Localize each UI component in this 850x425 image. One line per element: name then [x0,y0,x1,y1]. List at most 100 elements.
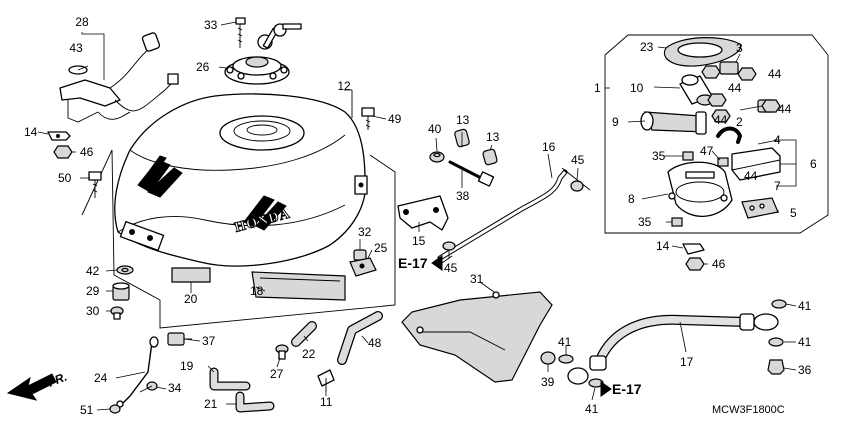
fuel-tank: HONDA [114,93,368,267]
callout-48: 48 [368,336,382,350]
washer-41-left-upper [558,354,574,364]
clip-25 [349,257,377,277]
callout-13-right: 13 [486,130,500,144]
pump-clip-35-upper [682,151,694,161]
pump-filter-10 [679,74,714,106]
callout-35-upper: 35 [652,149,666,163]
callout-5: 5 [790,206,797,220]
leader-lines [37,21,797,411]
bolt-38 [448,160,495,187]
callout-44-a: 44 [768,67,782,81]
callout-15: 15 [412,234,426,248]
callout-28: 28 [75,15,89,29]
callout-12: 12 [337,79,351,93]
tank-group-frame [81,90,396,329]
heat-shield [401,291,553,383]
callout-6: 6 [810,157,817,171]
pump-clip-14-right [682,243,705,255]
callout-50: 50 [58,171,72,185]
joint-37 [167,332,192,346]
callout-4: 4 [774,133,781,147]
callout-22: 22 [302,347,316,361]
callout-8: 8 [628,192,635,206]
callout-21: 21 [204,397,218,411]
callout-39: 39 [541,375,555,389]
callout-44-d: 44 [714,113,728,127]
pump-motor-9 [640,111,707,135]
pump-nut-44-b [707,93,727,107]
callout-14-left: 14 [24,125,38,139]
bolt-36 [767,359,785,375]
callout-20: 20 [184,292,198,306]
pump-nut-46-right [685,257,705,271]
pump-clip-47 [717,157,729,167]
bolt-49 [361,107,375,130]
hose-48 [337,311,383,365]
clamp-45-lower [442,241,456,251]
callout-3: 3 [736,41,743,55]
tank-under-cover [251,271,346,301]
section-ref-label-left: E-17 [398,255,428,271]
callout-25: 25 [374,241,388,255]
cap-bolt [235,17,246,48]
callout-41-c: 41 [798,299,812,313]
callout-44-c: 44 [778,102,792,116]
callout-32: 32 [358,225,372,239]
collar-13-right [482,148,498,166]
callout-30: 30 [86,304,100,318]
breather-tube [437,167,591,261]
callout-31: 31 [470,272,484,286]
nut-46-left [53,145,73,159]
callout-10: 10 [630,81,644,95]
nut-39 [540,351,556,365]
front-marker-label: FR. [46,370,69,390]
clamp-45-upper [570,180,584,192]
washer-41-right-upper [771,299,787,309]
bolt-50 [88,171,102,198]
tank-vent-sender-assembly [59,32,179,123]
callout-43: 43 [69,41,83,55]
callout-45-upper: 45 [571,153,585,167]
callout-51: 51 [80,403,94,417]
callout-2: 2 [736,115,743,129]
callout-41-b: 41 [585,402,599,416]
clip-27 [275,344,289,360]
nut-51 [109,404,121,414]
hose-19 [209,367,251,391]
bolt-30 [110,306,124,320]
callout-41-a: 41 [558,335,572,349]
cushion-29 [112,282,130,301]
callout-16: 16 [542,140,556,154]
callout-13-left: 13 [456,113,470,127]
callout-36: 36 [798,363,812,377]
callout-46-right: 46 [712,257,726,271]
pump-gasket-23 [663,37,742,67]
callout-46-left: 46 [80,145,94,159]
callout-35-lower: 35 [638,215,652,229]
callout-23: 23 [640,40,654,54]
fuel-hose [567,313,779,385]
callout-45-lower: 45 [444,261,458,275]
callout-19: 19 [180,359,194,373]
callout-17: 17 [680,355,694,369]
pump-base-8 [667,161,733,217]
callout-33: 33 [204,18,218,32]
callout-44-b: 44 [728,81,742,95]
clip-14-left [47,131,71,141]
pump-clip-35-lower [671,217,683,227]
fuel-filler-cap [224,23,302,85]
hose-22 [291,321,317,347]
pump-bracket-6 [731,147,781,181]
pump-nut-44-c [701,65,721,79]
fuel-pump-group-frame [604,34,829,234]
pump-sensor-5 [741,197,779,219]
callout-41-d: 41 [798,335,812,349]
callout-38: 38 [456,189,470,203]
callout-1: 1 [594,81,601,95]
pump-fitting-3 [719,61,739,75]
callout-labels: 28 43 33 26 12 49 14 46 50 42 29 30 20 1… [24,15,817,417]
section-ref-left: E-17 [398,255,453,271]
rubber-pad [171,267,211,283]
callout-7: 7 [774,179,781,193]
